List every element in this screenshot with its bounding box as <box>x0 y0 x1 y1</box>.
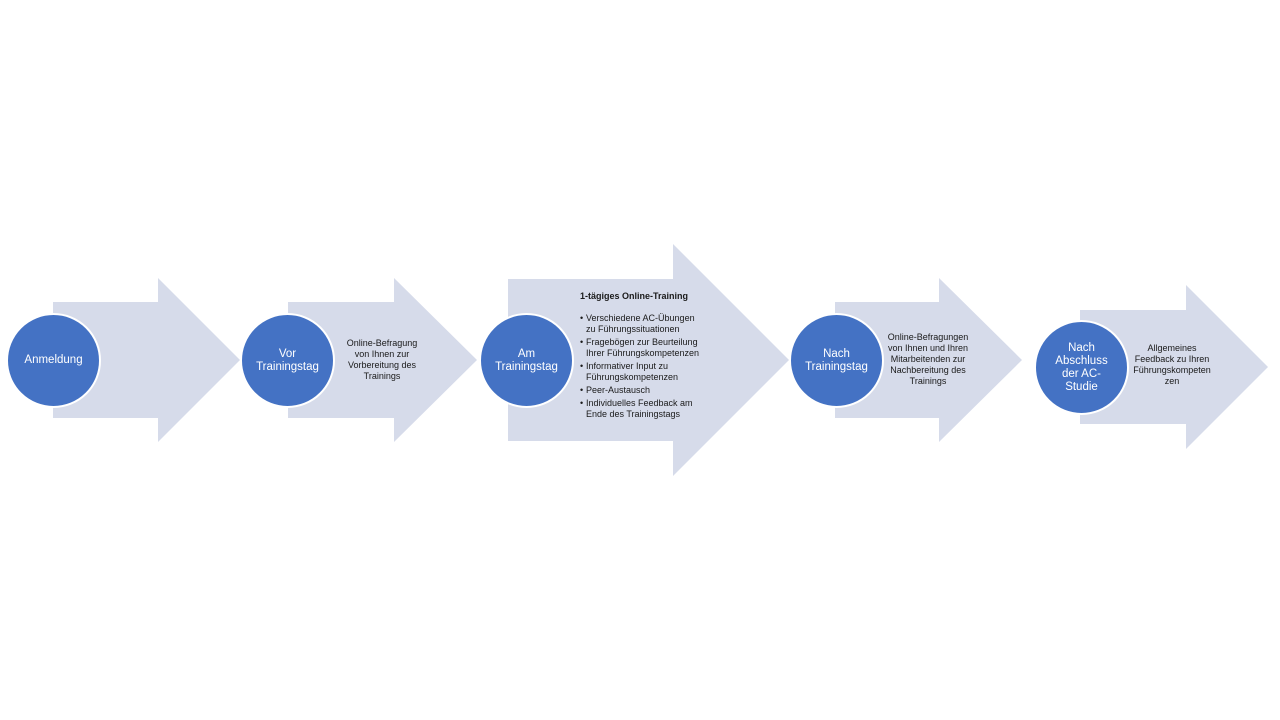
step-note-nach-abschluss: Allgemeines Feedback zu Ihren Führungsko… <box>1133 343 1211 386</box>
arrow-step-5 <box>1080 285 1268 449</box>
arrow-step-1 <box>53 278 240 442</box>
step-label: Am Trainingstag <box>495 347 558 373</box>
step-circle-nach-abschluss: Nach Abschluss der AC- Studie <box>1034 320 1129 415</box>
step-label: Nach Abschluss der AC- Studie <box>1055 341 1108 393</box>
step-circle-anmeldung: Anmeldung <box>6 313 101 408</box>
step-circle-am-trainingstag: Am Trainingstag <box>479 313 574 408</box>
step-note-vor-trainingstag: Online-Befragung von Ihnen zur Vorbereit… <box>346 338 418 381</box>
detail-title: 1-tägiges Online-Training <box>580 291 689 301</box>
step-circle-nach-trainingstag: Nach Trainingstag <box>789 313 884 408</box>
detail-bullet: Informativer Input zu Führungskompetenze… <box>580 361 730 383</box>
detail-bullet: Fragebögen zur Beurteilung Ihrer Führung… <box>580 337 730 359</box>
detail-bullet: Peer-Austausch <box>580 385 730 396</box>
arrow-step-4 <box>835 278 1022 442</box>
detail-bullet: Individuelles Feedback am Ende des Train… <box>580 398 730 420</box>
arrow-step-2 <box>288 278 477 442</box>
step-label: Vor Trainingstag <box>256 347 319 373</box>
step-note-nach-trainingstag: Online-Befragungen von Ihnen und Ihren M… <box>887 332 969 386</box>
step-circle-vor-trainingstag: Vor Trainingstag <box>240 313 335 408</box>
detail-bullet-list: Verschiedene AC-Übungen zu Führungssitua… <box>580 313 730 420</box>
step-label: Anmeldung <box>24 354 83 366</box>
step-detail-am-trainingstag: 1-tägiges Online-Training Verschiedene A… <box>580 291 730 422</box>
step-label: Nach Trainingstag <box>805 347 868 373</box>
detail-bullet: Verschiedene AC-Übungen zu Führungssitua… <box>580 313 730 335</box>
